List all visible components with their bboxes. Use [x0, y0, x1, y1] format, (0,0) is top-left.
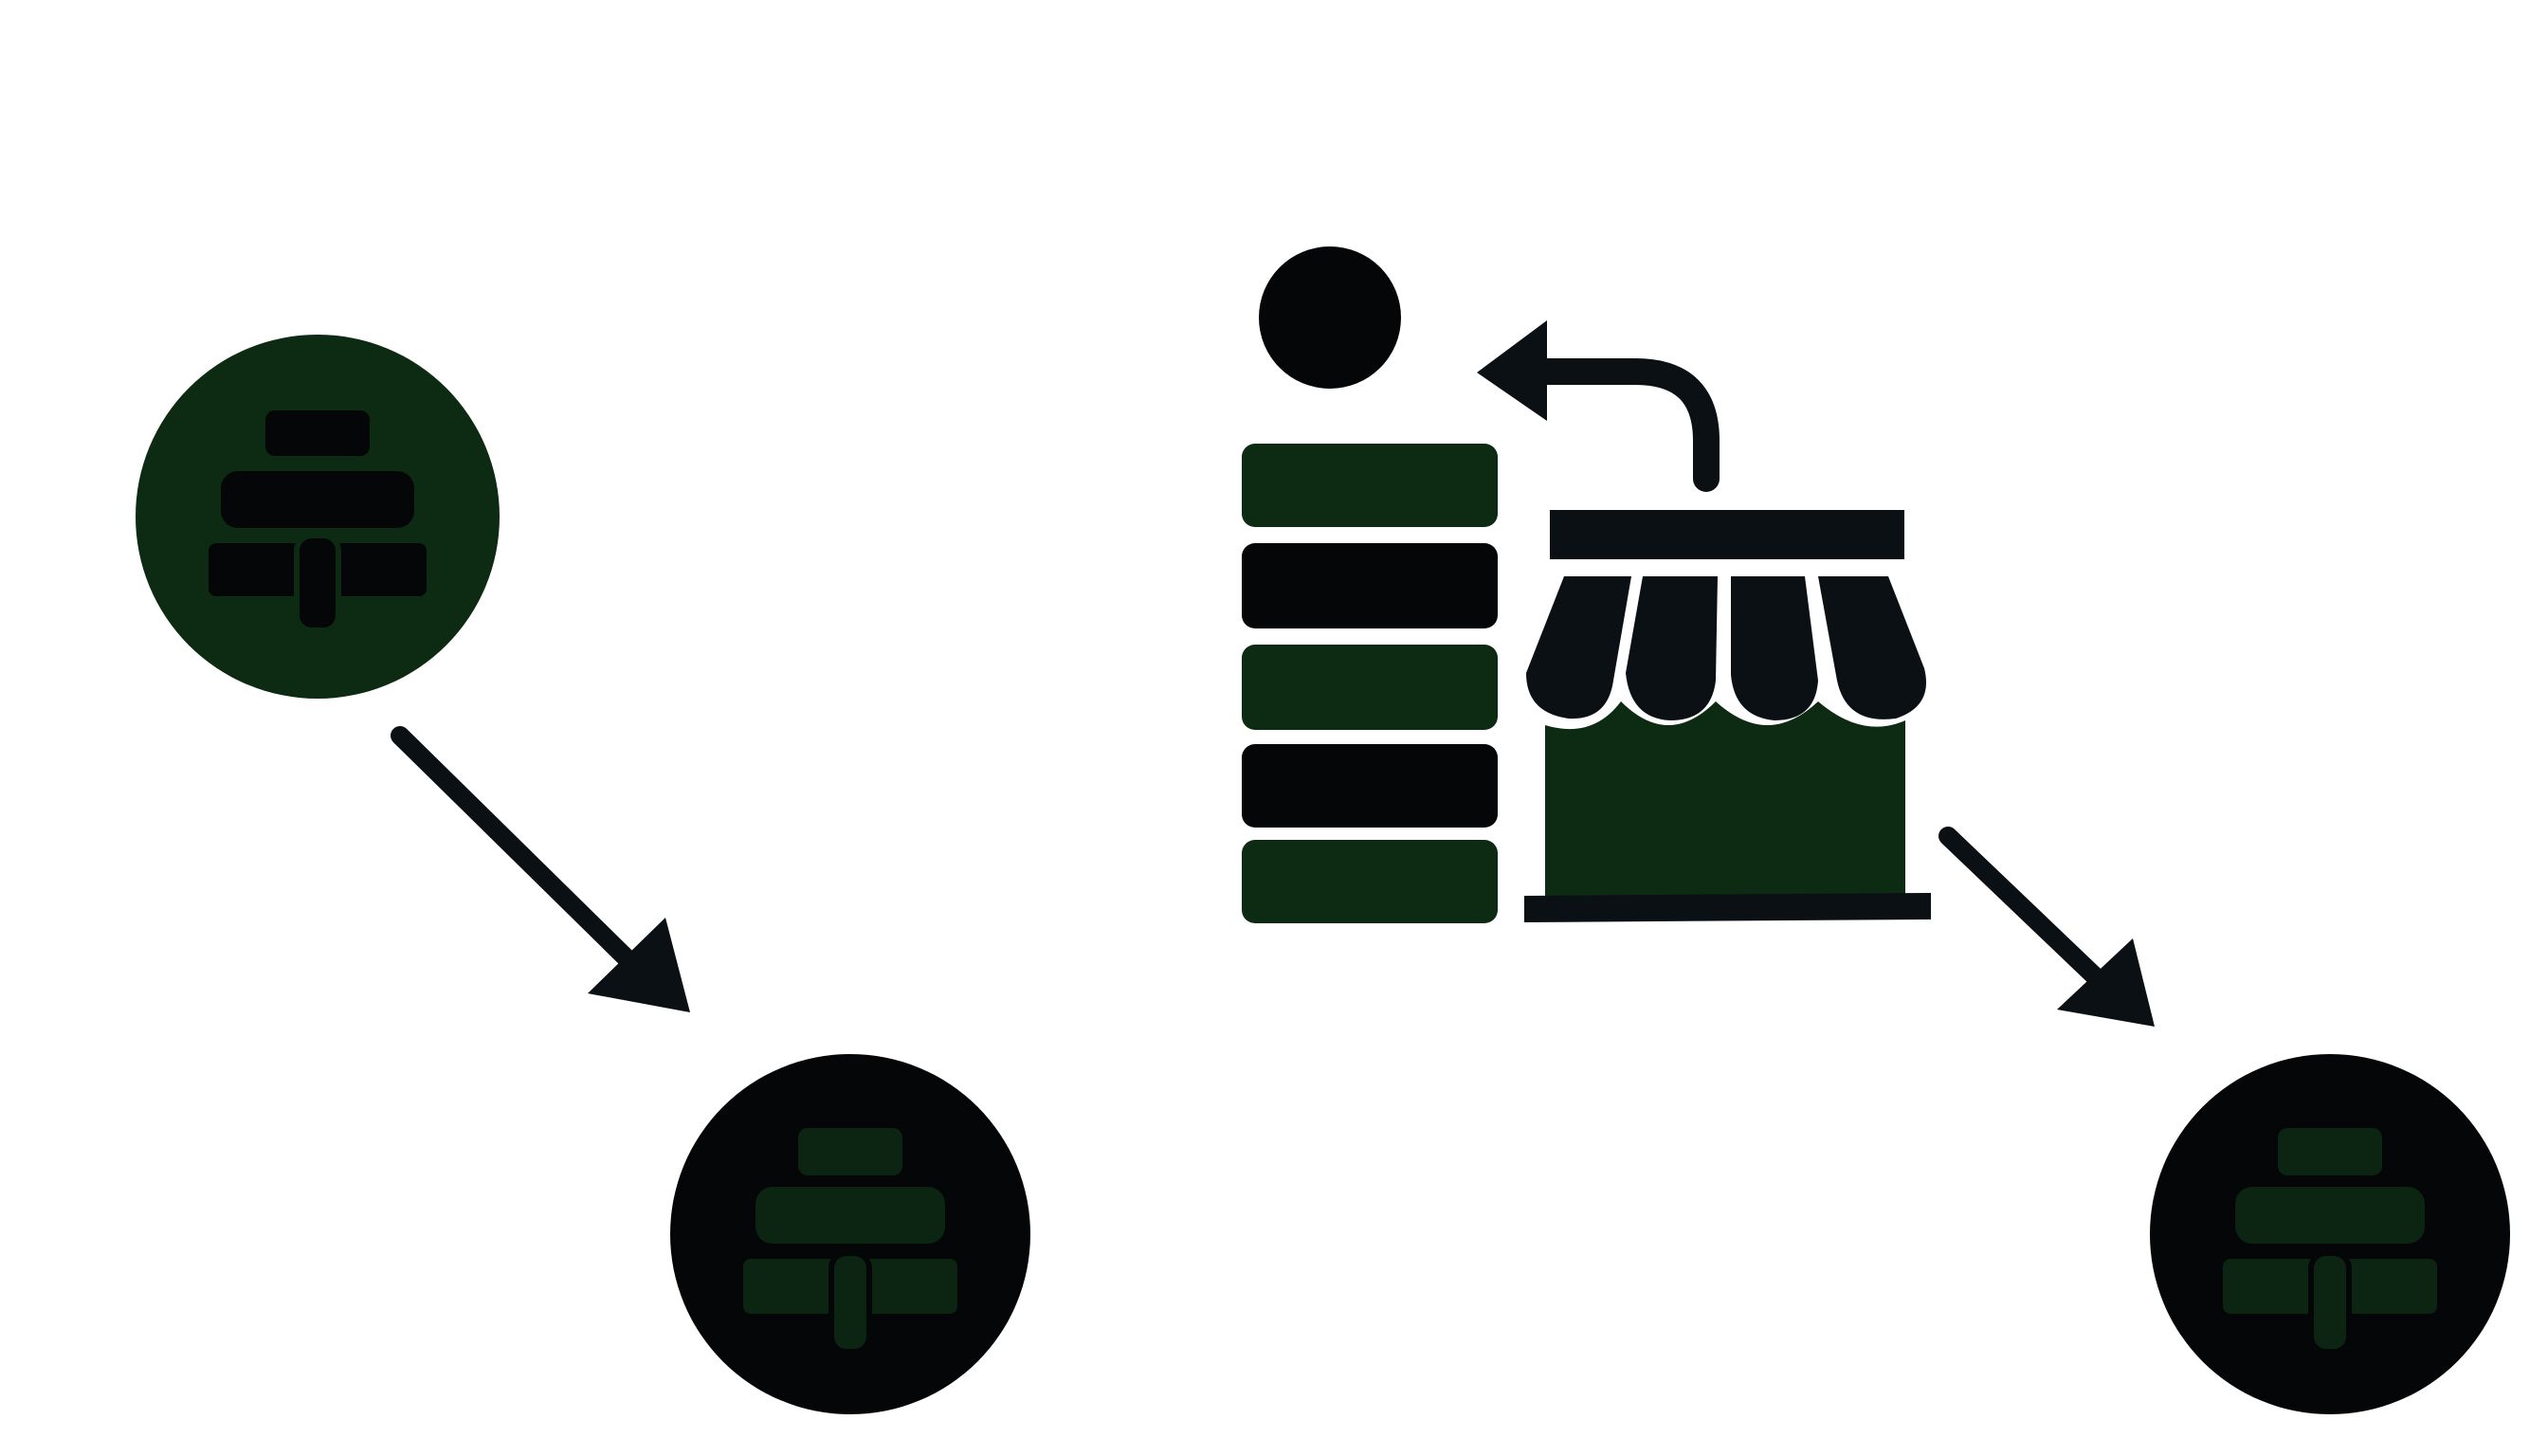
awning-panels [1526, 576, 1926, 720]
stack-layer [1242, 744, 1498, 828]
coin-key-icon [2308, 1250, 2352, 1355]
stack-layer [1242, 840, 1498, 923]
return-arrow-icon [1477, 320, 1720, 492]
diagonal-arrow-icon [1938, 827, 2155, 1027]
person-with-stack-icon [1242, 246, 1498, 923]
store-body [1545, 701, 1905, 901]
top-left-coin-icon [136, 335, 500, 699]
coin-key-icon [828, 1250, 872, 1355]
right-coin-icon [2150, 1054, 2510, 1414]
stack [1242, 444, 1498, 923]
diagonal-arrow-icon [391, 726, 690, 1012]
store-base [1524, 893, 1931, 922]
coin-key-icon [294, 533, 341, 633]
stack-layer [1242, 444, 1498, 527]
person-head [1259, 246, 1401, 389]
stack-layer [1242, 543, 1498, 628]
stack-layer [1242, 645, 1498, 730]
bottom-left-coin-icon [670, 1054, 1030, 1414]
storefront-icon [1524, 510, 1931, 922]
awning-bar [1550, 510, 1904, 559]
